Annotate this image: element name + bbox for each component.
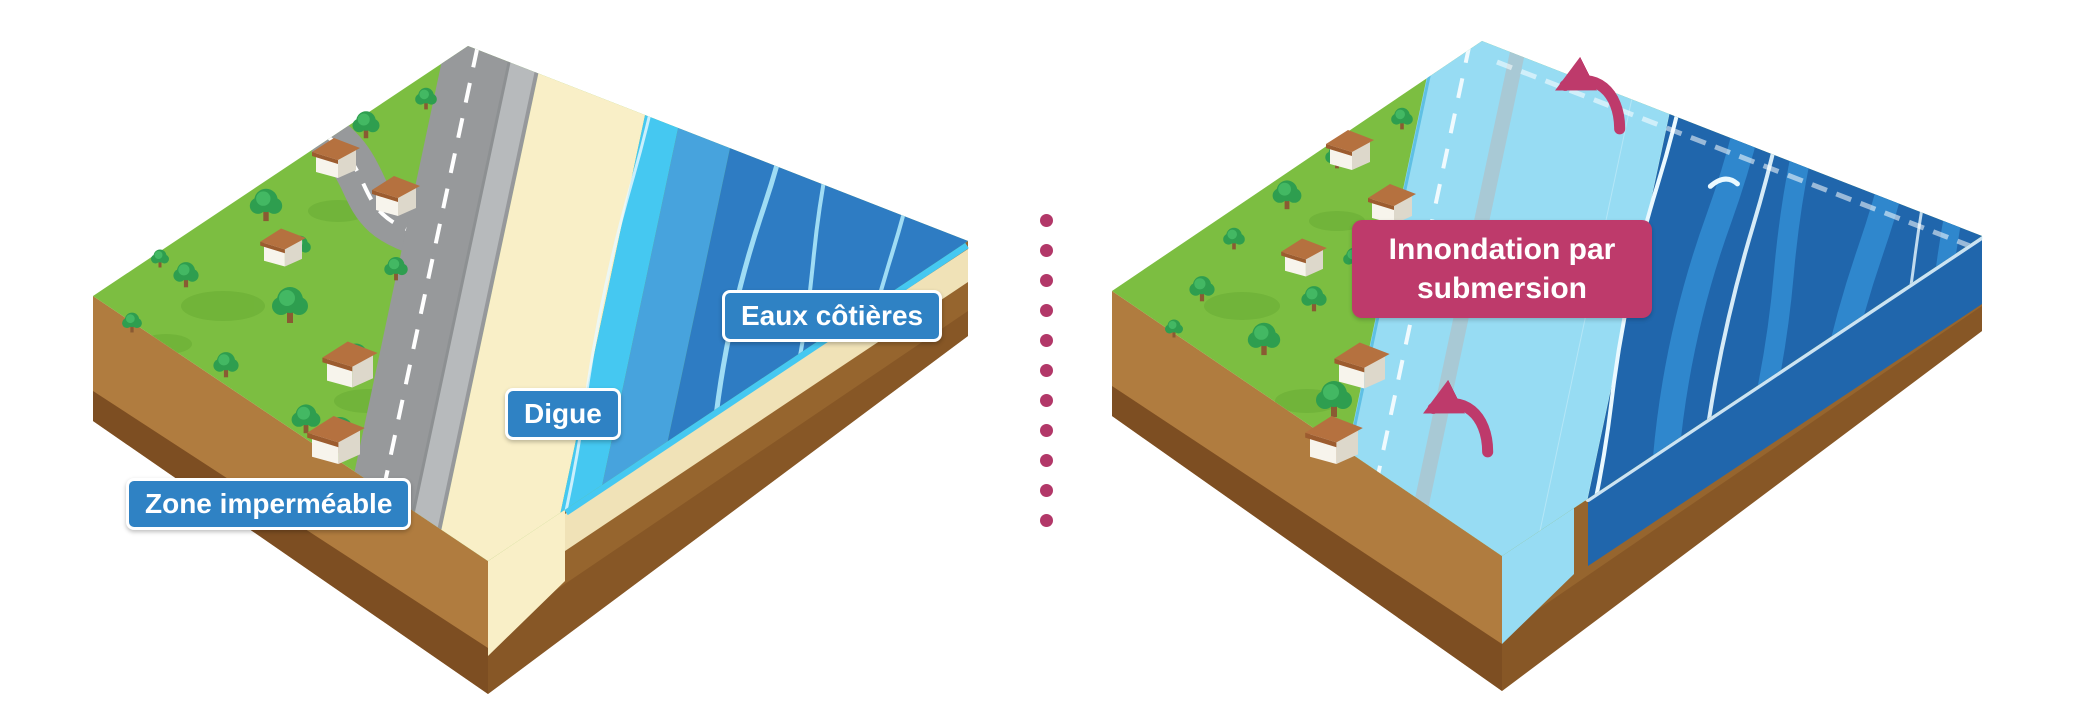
separator-dot <box>1040 394 1053 407</box>
beach-cliff-drape <box>488 509 565 656</box>
separator-dot <box>1040 214 1053 227</box>
flood-cliff-drape <box>1502 508 1574 644</box>
soil-face-left-shadow <box>1112 386 1502 691</box>
waterline-edge <box>1585 235 1983 502</box>
overtopping-arrow-icon <box>1423 379 1494 458</box>
beach-band <box>391 46 689 561</box>
panel-during-submersion <box>1112 41 1983 691</box>
sea-cliff-drape <box>1588 236 1982 566</box>
separator-dot <box>1040 244 1053 257</box>
soil-face-right-shadow <box>1502 306 1982 691</box>
separator-dot <box>1040 274 1053 287</box>
label-impermeable-zone: Zone imperméable <box>126 478 412 530</box>
soil-face-left-shadow <box>93 391 488 694</box>
separator-dot <box>1040 514 1053 527</box>
road-centerline <box>325 46 517 561</box>
breaking-crest-edge <box>1496 59 1971 249</box>
panel-before-submersion <box>93 46 969 694</box>
cliff-drape-group <box>1502 235 1983 644</box>
dike-outer-edge <box>387 46 579 561</box>
label-flooding-by-submersion: Innondation par submersion <box>1352 220 1652 318</box>
dike-inner-edge <box>359 46 550 561</box>
separator-dot <box>1040 364 1053 377</box>
separator-dot <box>1040 424 1053 437</box>
waterline-edge <box>562 239 969 516</box>
separator-dot <box>1040 454 1053 467</box>
shallow-water-band <box>501 46 724 561</box>
separator-dot <box>1040 484 1053 497</box>
soil-face-right-shadow <box>488 311 968 694</box>
label-dike: Digue <box>505 388 621 440</box>
label-coastal-waters: Eaux côtières <box>722 290 943 342</box>
dotted-separator <box>1040 214 1053 527</box>
separator-dot <box>1040 304 1053 317</box>
separator-dot <box>1040 334 1053 347</box>
overtopping-arrow-icon <box>1555 56 1626 135</box>
